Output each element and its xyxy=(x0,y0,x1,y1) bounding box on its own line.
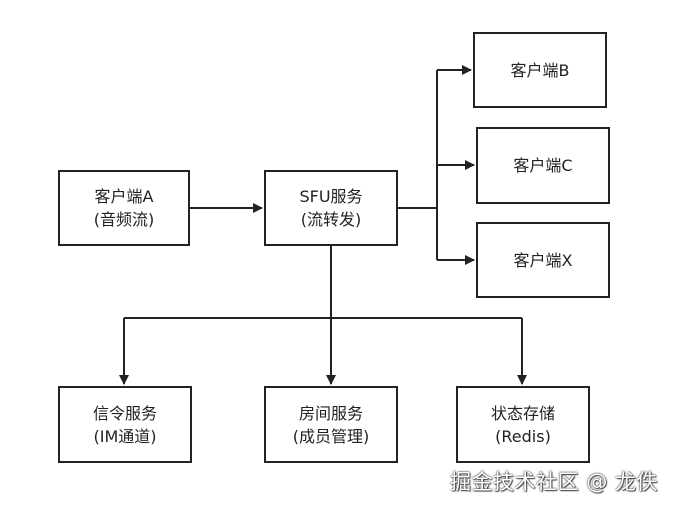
signaling-service-box: 信令服务 (IM通道) xyxy=(58,386,192,463)
client-a-box: 客户端A (音频流) xyxy=(58,170,190,246)
signaling-service-subtitle: (IM通道) xyxy=(93,426,157,446)
watermark: 掘金技术社区 @ 龙佚 xyxy=(450,470,658,494)
sfu-service-title: SFU服务 xyxy=(299,187,363,206)
client-a-subtitle: (音频流) xyxy=(93,210,155,229)
signaling-service-title: 信令服务 xyxy=(92,403,157,423)
state-storage-subtitle: (Redis) xyxy=(495,426,551,446)
sfu-service-subtitle: (流转发) xyxy=(300,210,362,229)
state-storage-title: 状态存储 xyxy=(490,403,555,423)
client-c-box: 客户端C xyxy=(476,127,610,204)
client-b-box: 客户端B xyxy=(473,32,607,108)
client-x-title: 客户端X xyxy=(513,250,573,270)
client-a-title: 客户端A xyxy=(94,187,154,206)
room-service-box: 房间服务 (成员管理) xyxy=(264,386,398,463)
client-x-box: 客户端X xyxy=(476,222,610,298)
state-storage-box: 状态存储 (Redis) xyxy=(456,386,590,463)
room-service-subtitle: (成员管理) xyxy=(292,426,370,446)
sfu-service-box: SFU服务 (流转发) xyxy=(264,170,398,246)
room-service-title: 房间服务 xyxy=(298,403,363,423)
client-c-title: 客户端C xyxy=(513,156,573,175)
client-b-title: 客户端B xyxy=(510,60,570,80)
